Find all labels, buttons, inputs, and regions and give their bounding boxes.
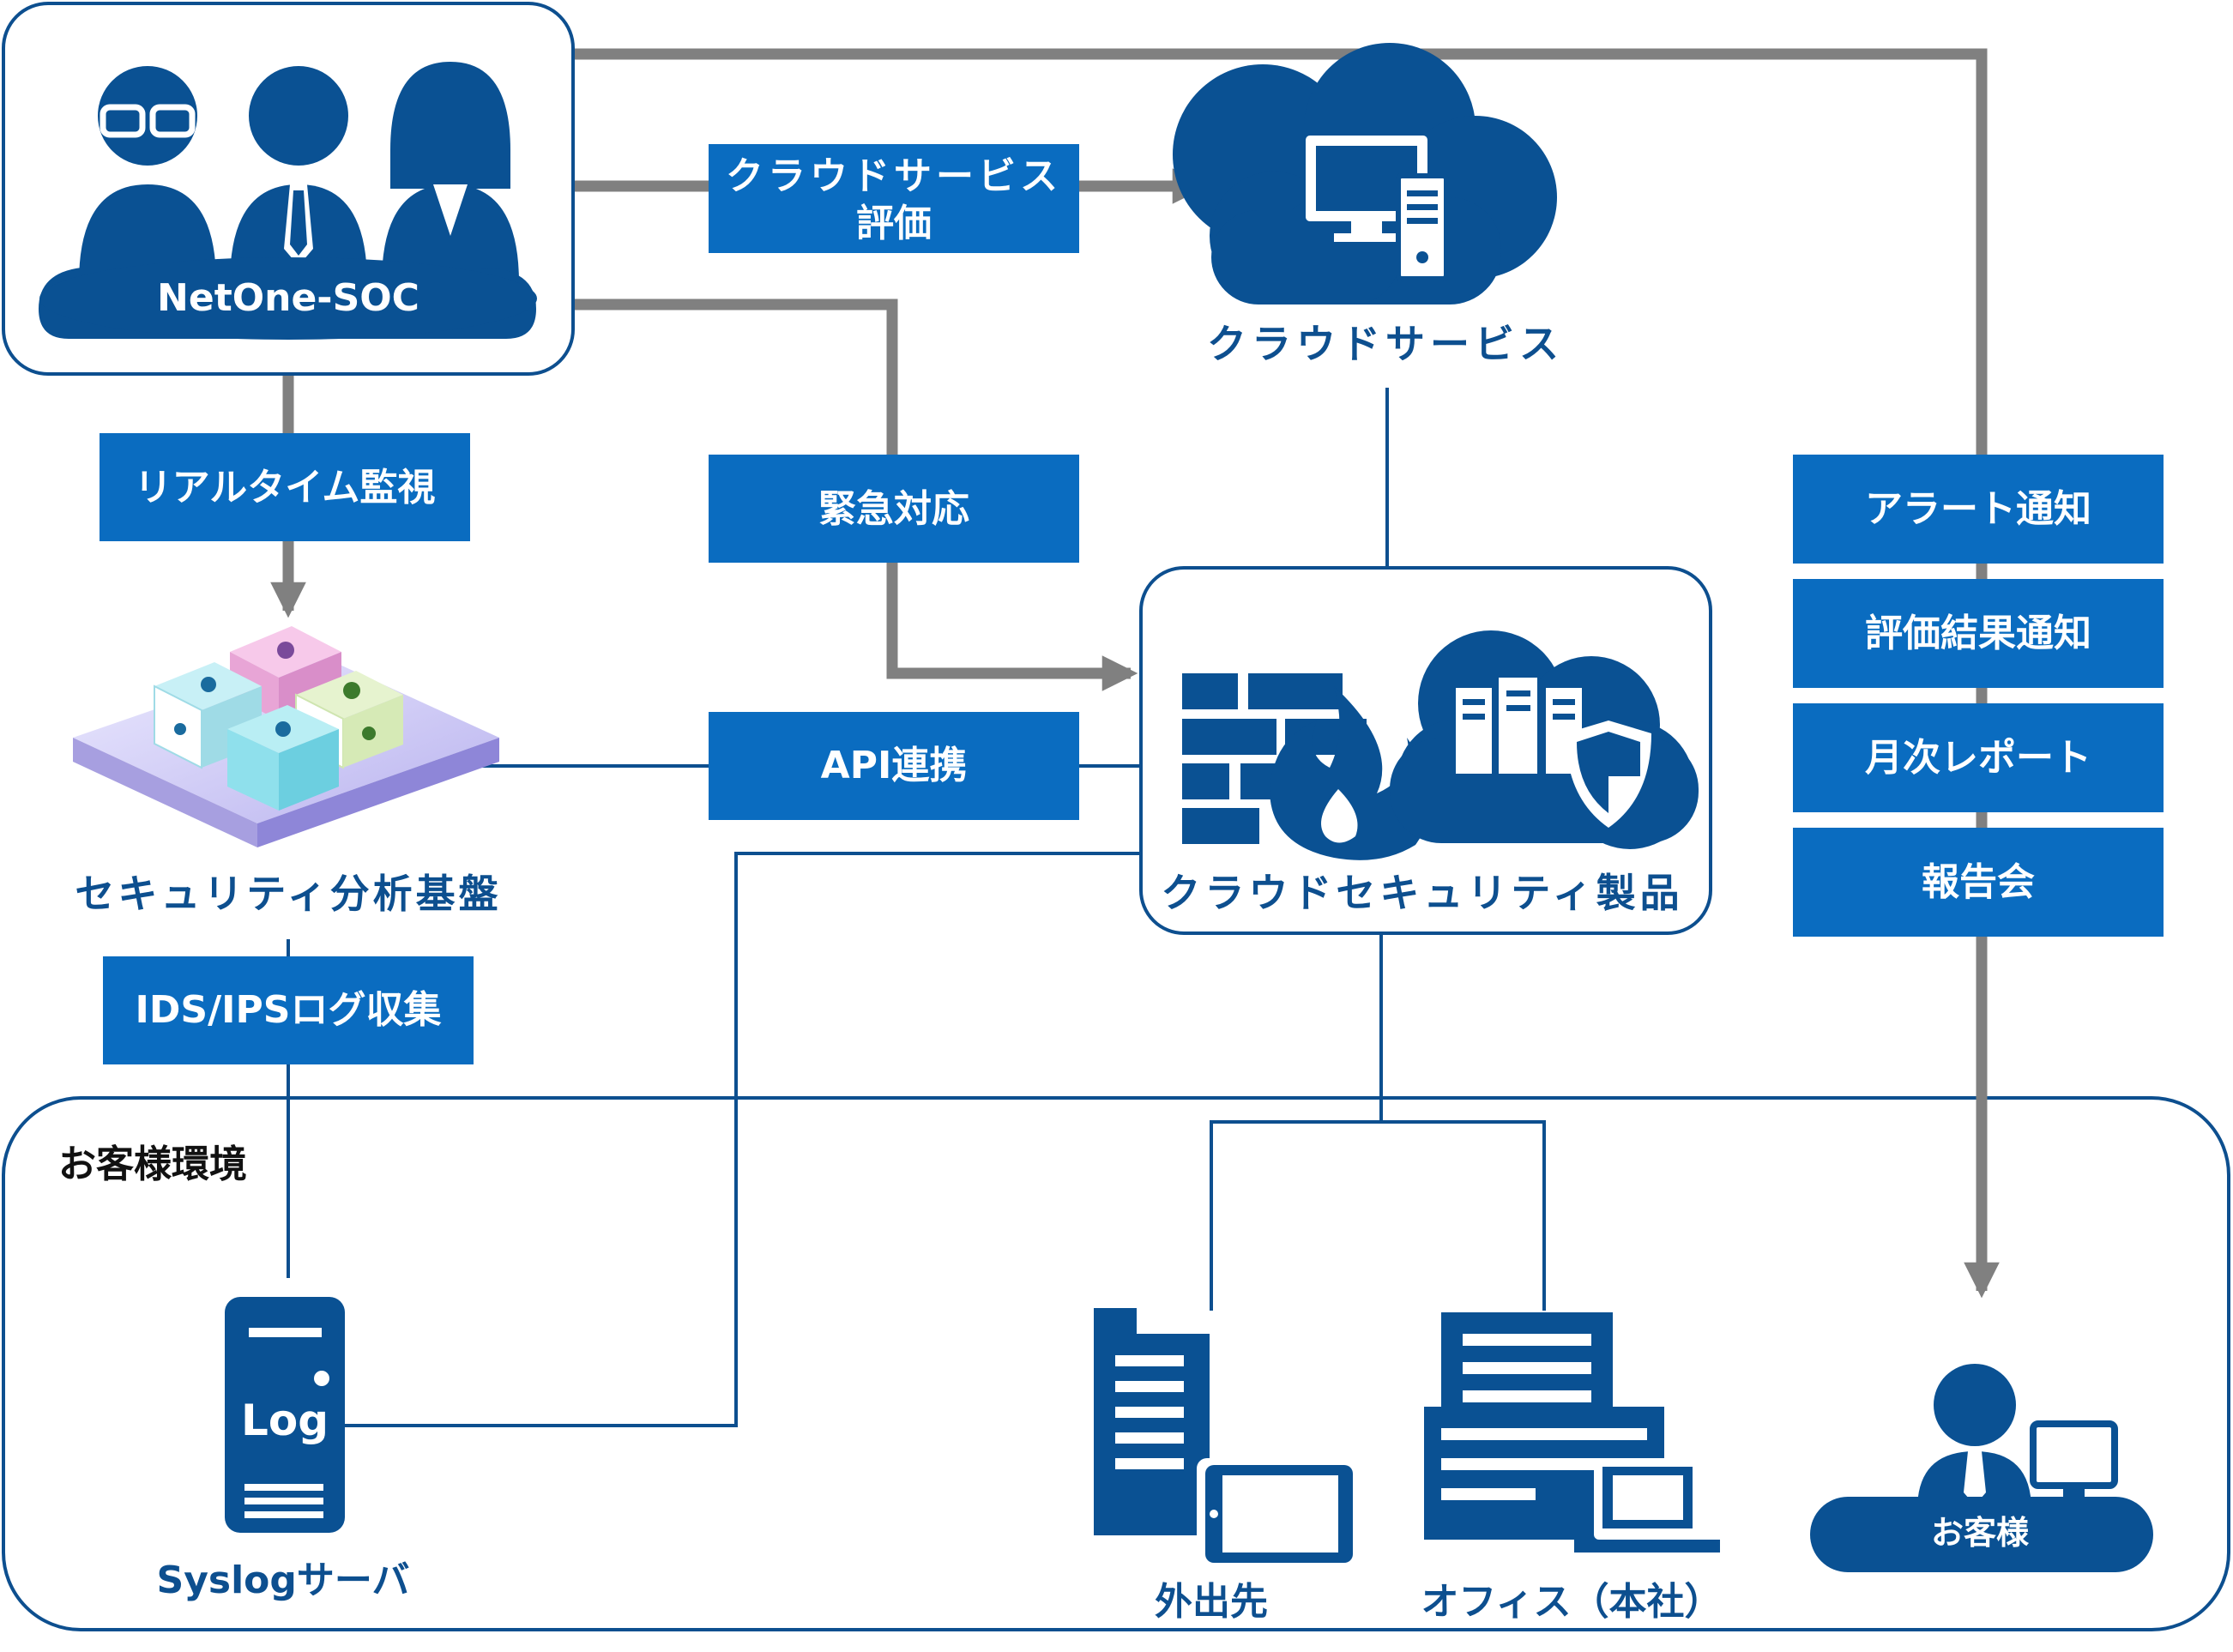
- label-meeting: 報告会: [1793, 828, 2164, 937]
- building-laptop-icon: [1424, 1312, 1720, 1553]
- cloud-server-icon: [1173, 43, 1557, 304]
- log-server-icon: [225, 1297, 345, 1533]
- label-meeting-text: 報告会: [1922, 860, 2035, 904]
- label-ids-ips-text: IDS/IPSログ収集: [136, 988, 442, 1032]
- building-tablet-icon: [1094, 1308, 1360, 1570]
- customer-env-label: お客様環境: [58, 1143, 247, 1186]
- syslog-node: Log Syslogサーバ: [157, 1297, 410, 1602]
- customer-label: お客様: [1931, 1514, 2030, 1552]
- label-cloud-eval-line2: 評価: [856, 202, 932, 245]
- label-eval-result: 評価結果通知: [1793, 579, 2164, 688]
- cloud-shield-icon: [1390, 630, 1699, 849]
- firewall-icon: [1182, 673, 1431, 860]
- outside-node: 外出先: [1094, 1308, 1360, 1624]
- label-emergency-text: 緊急対応: [818, 487, 969, 531]
- customer-env-frame: [2, 1096, 2230, 1631]
- label-api: API連携: [709, 712, 1079, 820]
- cloud-service-label: クラウドサービス: [1207, 321, 1564, 367]
- analysis-cubes-icon: [73, 626, 499, 847]
- label-ids-ips: IDS/IPSログ収集: [103, 956, 474, 1064]
- label-monthly: 月次レポート: [1793, 703, 2164, 812]
- label-cloud-eval: クラウドサービス 評価: [709, 144, 1079, 253]
- label-alert: アラート通知: [1793, 455, 2164, 564]
- label-realtime-text: リアルタイム監視: [135, 466, 436, 509]
- people-icon: [39, 62, 537, 340]
- label-monthly-text: 月次レポート: [1865, 736, 2091, 780]
- cloud-security-label: クラウドセキュリティ製品: [1161, 870, 1683, 916]
- cloud-security-node: クラウドセキュリティ製品: [1139, 566, 1712, 935]
- cloud-service-node: クラウドサービス: [1173, 43, 1564, 367]
- analysis-platform-node: セキュリティ分析基盤: [73, 626, 501, 917]
- customer-node: お客様: [1810, 1364, 2153, 1572]
- label-cloud-eval-line1: クラウドサービス: [726, 154, 1062, 198]
- syslog-label: Syslogサーバ: [157, 1559, 410, 1602]
- label-realtime: リアルタイム監視: [100, 433, 470, 541]
- syslog-icon-text: Log: [241, 1396, 329, 1445]
- customer-desk-icon: [1810, 1364, 2153, 1572]
- label-emergency: 緊急対応: [709, 455, 1079, 563]
- soc-node: NetOne-SOC: [2, 2, 575, 376]
- label-eval-result-text: 評価結果通知: [1865, 612, 2091, 655]
- label-alert-text: アラート通知: [1865, 487, 2091, 531]
- office-node: オフィス（本社）: [1421, 1312, 1723, 1624]
- soc-label: NetOne-SOC: [157, 276, 419, 320]
- office-label: オフィス（本社）: [1421, 1580, 1722, 1624]
- outside-label: 外出先: [1155, 1580, 1268, 1624]
- label-api-text: API連携: [821, 744, 968, 787]
- analysis-platform-label: セキュリティ分析基盤: [75, 871, 501, 917]
